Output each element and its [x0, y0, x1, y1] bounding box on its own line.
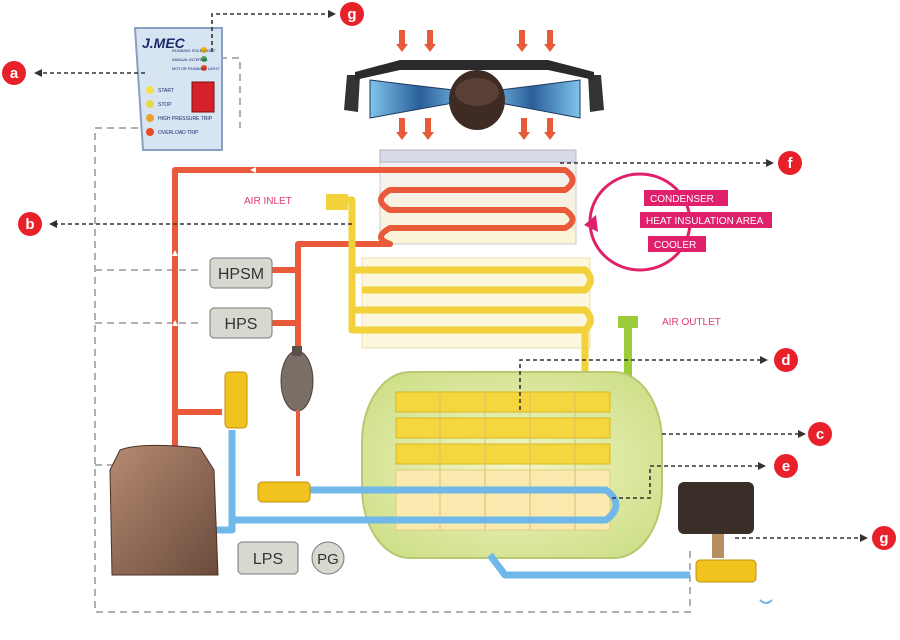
callout-e: e	[774, 454, 798, 478]
svg-text:f: f	[788, 155, 794, 172]
auto-drain	[678, 482, 773, 604]
callout-d: d	[774, 348, 798, 372]
high-pressure-trip-label: HIGH PRESSURE TRIP	[158, 116, 213, 122]
callout-g-top: g	[340, 2, 364, 26]
expansion-valve	[224, 371, 311, 503]
condenser-coil	[361, 149, 591, 349]
stop-label: STOP	[158, 102, 172, 108]
high-pressure-trip-lamp	[146, 114, 154, 122]
start-button[interactable]	[146, 86, 154, 94]
hps-box: HPS	[209, 307, 273, 339]
panel-brand: J.MEC	[142, 35, 186, 51]
svg-text:g: g	[347, 6, 356, 23]
svg-text:b: b	[25, 216, 34, 233]
control-panel: J.MEC RUNNING SOLE LIGHT ANNUAL INTERVAL…	[133, 27, 223, 151]
hpsm-box: HPSM	[209, 257, 273, 289]
liquid-receiver	[280, 346, 314, 476]
lps-box: LPS	[237, 541, 299, 575]
hps-label: HPS	[225, 316, 258, 333]
compressor	[109, 444, 219, 576]
stop-button[interactable]	[146, 100, 154, 108]
pg-label: PG	[317, 551, 339, 568]
indicator-label-2: ANNUAL INTERVAL	[172, 57, 209, 62]
callout-leaders	[40, 13, 862, 539]
condenser-fan	[344, 60, 604, 130]
insulation-detail: CONDENSER HEAT INSULATION AREA COOLER	[584, 172, 772, 272]
panel-display	[191, 81, 215, 113]
hot-line-arrows	[172, 167, 256, 326]
pg-gauge: PG	[311, 541, 345, 575]
callout-b: b	[18, 212, 42, 236]
svg-text:g: g	[879, 530, 888, 547]
overload-trip-lamp	[146, 128, 154, 136]
callout-f: f	[778, 151, 802, 175]
airflow-arrows	[396, 30, 556, 140]
overload-trip-label: OVERLOAD TRIP	[158, 130, 199, 136]
svg-text:d: d	[781, 352, 790, 369]
cooler-label: COOLER	[654, 240, 696, 251]
condenser-label: CONDENSER	[650, 194, 714, 205]
svg-text:c: c	[816, 426, 824, 443]
lps-label: LPS	[253, 551, 283, 568]
start-label: START	[158, 88, 174, 94]
air-outlet-label: AIR OUTLET	[662, 317, 721, 328]
callout-g-bottom: g	[872, 526, 896, 550]
heat-insulation-label: HEAT INSULATION AREA	[646, 216, 764, 227]
evaporator-tank	[361, 371, 663, 559]
callout-arrowheads	[34, 10, 868, 542]
svg-text:a: a	[10, 65, 19, 82]
hpsm-label: HPSM	[218, 266, 264, 283]
callout-a: a	[2, 61, 26, 85]
svg-text:e: e	[782, 458, 790, 475]
indicator-label-1: RUNNING SOLE LIGHT	[172, 48, 216, 53]
indicator-label-3: MOTOR RUNNING LIGHT	[172, 66, 220, 71]
hot-refrigerant-line	[172, 167, 576, 450]
control-wiring	[94, 57, 691, 613]
callout-c: c	[808, 422, 832, 446]
air-inlet-label: AIR INLET	[244, 196, 292, 207]
cold-refrigerant-line	[210, 430, 690, 579]
